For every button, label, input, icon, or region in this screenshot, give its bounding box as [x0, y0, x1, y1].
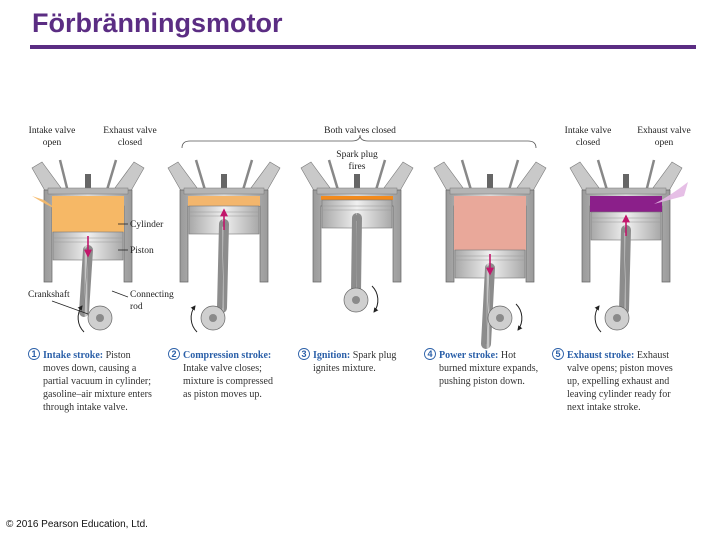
combustion-chamber-gas — [590, 196, 662, 212]
spark-plug — [623, 174, 629, 194]
connecting-rod-leader — [111, 290, 129, 298]
step-number-badge — [28, 348, 40, 360]
crankshaft-hub — [352, 296, 360, 304]
engine-3 — [300, 159, 414, 313]
svg-text:Connecting: Connecting — [130, 290, 174, 300]
step-description-line: through intake valve. — [43, 402, 128, 413]
step-caption-3: 3 Ignition: Spark plug ignites mixture. — [298, 348, 396, 374]
step-number-badge — [298, 348, 310, 360]
copyright-notice: © 2016 Pearson Education, Ltd. — [6, 519, 148, 530]
exhaust-flow — [654, 182, 688, 204]
rotation-arrow — [594, 305, 602, 333]
step-description-line: gasoline–air mixture enters — [43, 389, 152, 400]
step-number: 3 — [301, 349, 306, 359]
cylinder-head — [449, 187, 531, 195]
step-title-line: Compression stroke: — [183, 350, 271, 361]
step-number: 1 — [31, 349, 36, 359]
label-spark-plug-fires: Spark plug fires — [336, 150, 378, 172]
step-number: 4 — [427, 349, 432, 359]
spark-plug — [85, 174, 91, 194]
step-description-line: valve opens; piston moves — [567, 363, 673, 374]
engine-illustrations — [31, 159, 688, 349]
rotation-arrow — [371, 285, 379, 313]
svg-text:fires: fires — [349, 161, 366, 172]
label-exhaust-valve-open: Exhaust valve open — [637, 126, 691, 148]
step-title-line: Exhaust stroke: Exhaust — [567, 350, 669, 361]
svg-text:Spark plug: Spark plug — [336, 150, 378, 160]
label-crankshaft: Crankshaft — [28, 289, 70, 300]
svg-text:Intake valve: Intake valve — [29, 126, 76, 136]
cylinder-head — [47, 187, 129, 195]
svg-text:Intake valve: Intake valve — [565, 126, 612, 136]
label-both-valves-closed: Both valves closed — [324, 126, 396, 136]
step-description-line: burned mixture expands, — [439, 363, 538, 374]
wrist-pin — [354, 215, 360, 221]
rotation-arrow — [515, 303, 523, 331]
step-number-badge — [552, 348, 564, 360]
label-exhaust-valve-closed: Exhaust valve closed — [103, 126, 157, 148]
svg-text:rod: rod — [130, 302, 143, 312]
cylinder-head — [316, 187, 398, 195]
svg-text:closed: closed — [576, 138, 601, 148]
step-title-line: Ignition: Spark plug — [313, 350, 396, 361]
label-intake-valve-open: Intake valve open — [29, 126, 76, 148]
crankshaft-hub — [209, 314, 217, 322]
svg-text:open: open — [43, 138, 62, 148]
step-description-line: pushing piston down. — [439, 376, 525, 387]
title-underline — [30, 45, 696, 49]
crankshaft-hub — [496, 314, 504, 322]
step-description-line: leaving cylinder ready for — [567, 389, 671, 400]
step-title-line: Intake stroke: Piston — [43, 350, 131, 361]
label-connecting-rod: Connecting rod — [130, 290, 174, 312]
step-description-line: up, expelling exhaust and — [567, 376, 669, 387]
cylinder-head — [585, 187, 667, 195]
step-description-line: mixture is compressed — [183, 376, 273, 387]
step-description-line: as piston moves up. — [183, 389, 262, 400]
combustion-chamber-gas — [321, 196, 393, 200]
step-caption-1: 1 Intake stroke: Piston moves down, causin… — [28, 348, 152, 413]
combustion-chamber-gas — [52, 196, 124, 232]
engine-5 — [569, 159, 688, 333]
step-description-line: partial vacuum in cylinder; — [43, 376, 151, 387]
engine-4 — [433, 159, 547, 349]
spark-plug — [221, 174, 227, 194]
label-cylinder: Cylinder — [130, 220, 164, 230]
step-caption-5: 5 Exhaust stroke: Exhaust valve opens; pis… — [552, 348, 673, 413]
svg-text:closed: closed — [118, 138, 143, 148]
step-captions: 1 Intake stroke: Piston moves down, causin… — [28, 348, 673, 413]
both-valves-bracket — [181, 134, 537, 149]
step-caption-4: 4 Power stroke: Hot burned mixture expands… — [424, 348, 538, 387]
svg-text:open: open — [655, 138, 674, 148]
engine-1 — [31, 159, 145, 333]
step-number-badge — [424, 348, 436, 360]
label-piston: Piston — [130, 246, 154, 256]
combustion-chamber-gas — [454, 196, 526, 250]
step-number: 2 — [171, 349, 176, 359]
step-description-line: moves down, causing a — [43, 363, 137, 374]
crankshaft-leader — [51, 300, 89, 315]
step-caption-2: 2 Compression stroke: Intake valve closes;… — [168, 348, 273, 400]
spark-plug — [354, 174, 360, 194]
step-description-line: ignites mixture. — [313, 363, 376, 374]
step-number-badge — [168, 348, 180, 360]
combustion-chamber-gas — [188, 196, 260, 206]
crankshaft-hub — [96, 314, 104, 322]
intake-flow — [32, 196, 58, 210]
slide-title: Förbränningsmotor — [32, 8, 283, 38]
rotation-arrow — [190, 305, 198, 333]
cylinder-head — [183, 187, 265, 195]
step-description-line: Intake valve closes; — [183, 363, 262, 374]
step-title-line: Power stroke: Hot — [439, 350, 516, 361]
step-number: 5 — [555, 349, 560, 359]
rotation-arrow — [77, 305, 85, 333]
spark-plug — [487, 174, 493, 194]
svg-text:Exhaust valve: Exhaust valve — [103, 126, 157, 136]
svg-text:Exhaust valve: Exhaust valve — [637, 126, 691, 136]
crankshaft-hub — [613, 314, 621, 322]
label-intake-valve-closed: Intake valve closed — [565, 126, 612, 148]
engine-2 — [167, 159, 281, 333]
step-description-line: next intake stroke. — [567, 402, 641, 413]
